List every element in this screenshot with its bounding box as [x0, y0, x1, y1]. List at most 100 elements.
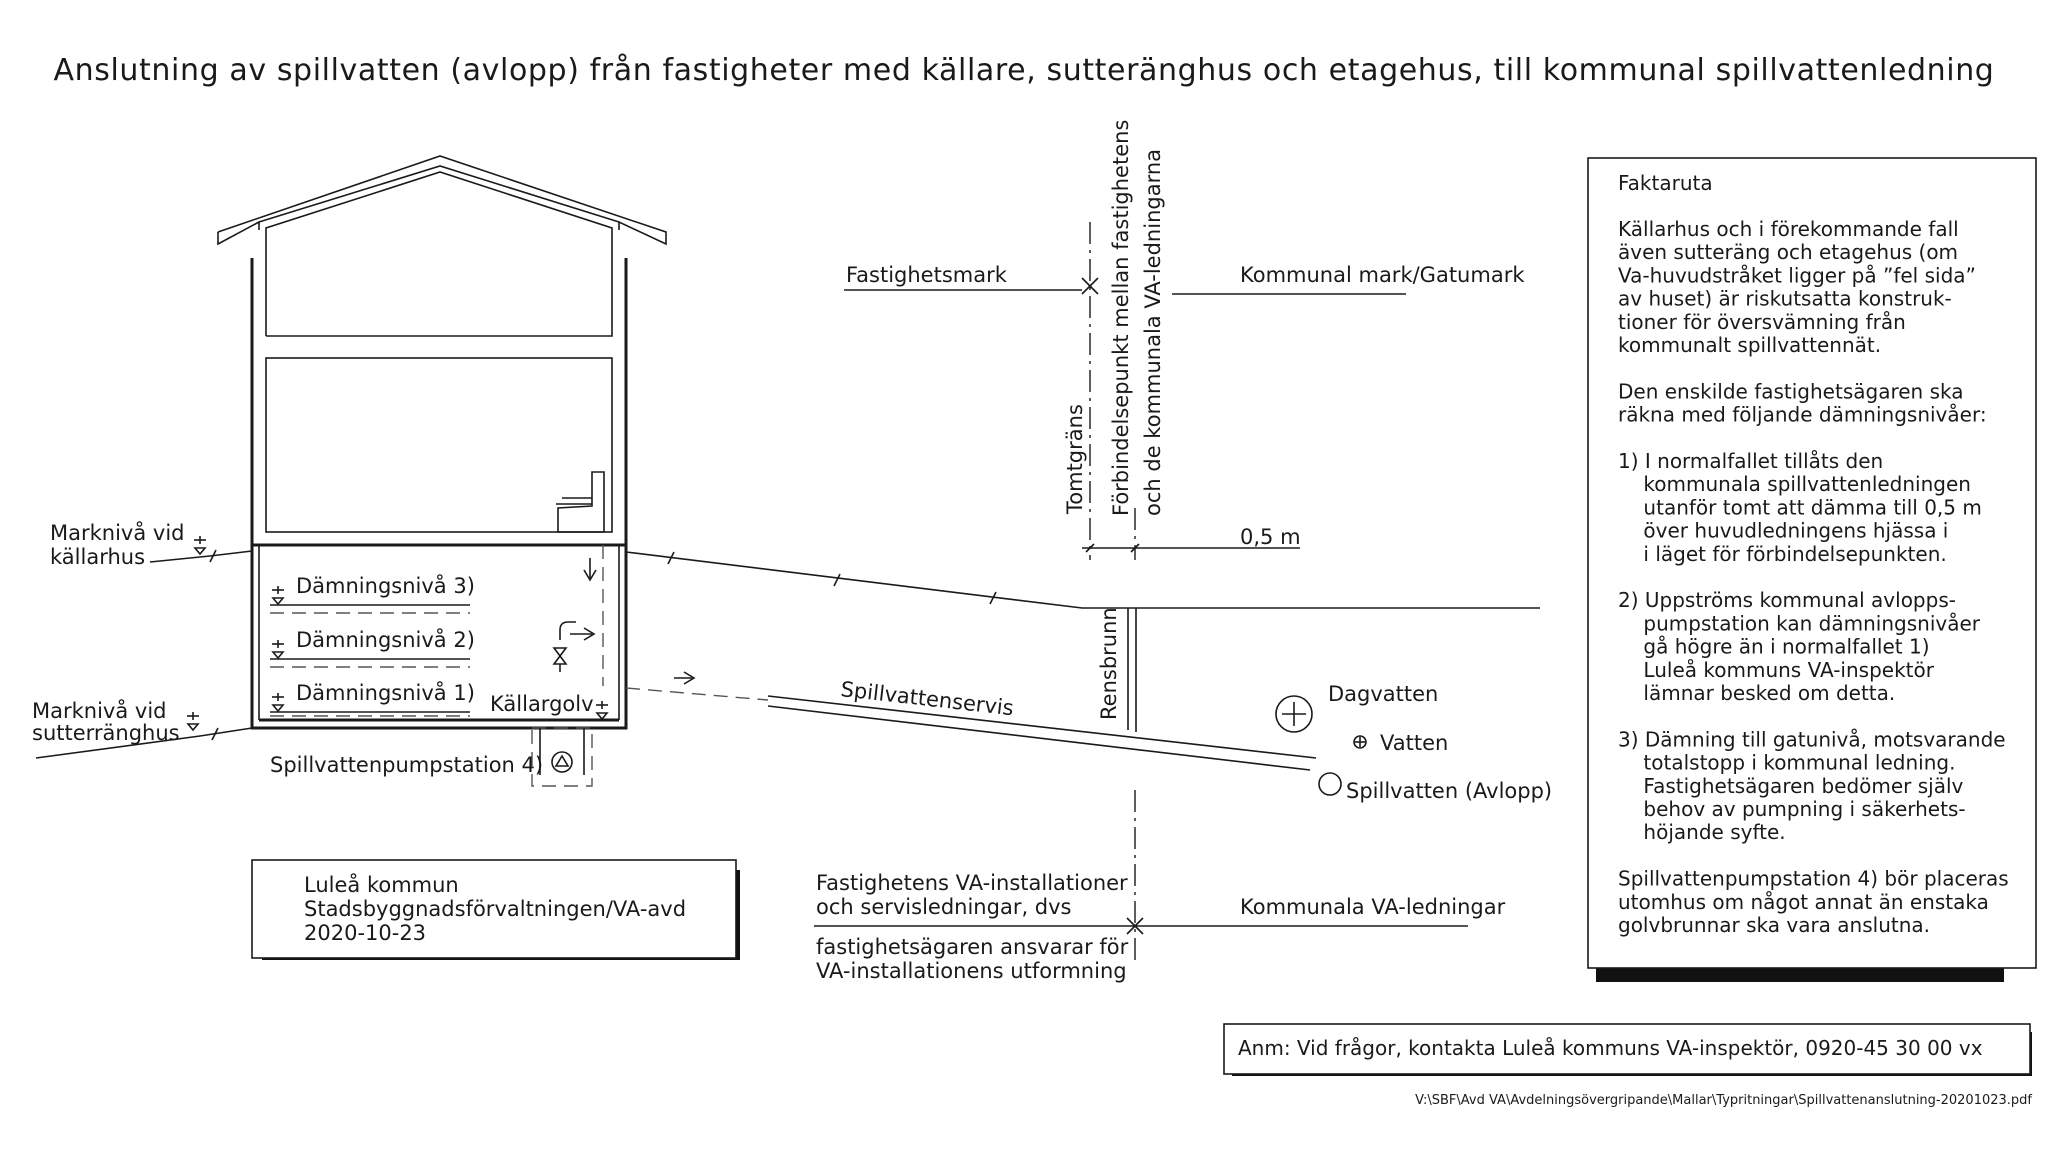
outflow-arrow-icon — [683, 671, 696, 685]
fact-box-line: över huvudledningens hjässa i — [1618, 519, 1948, 543]
fact-box-line: behov av pumpning i säkerhets- — [1618, 797, 1966, 821]
damming-levels: Dämningsnivå 3) Dämningsnivå 2) Dämnings… — [270, 573, 609, 721]
organisation-date: 2020-10-23 — [304, 921, 426, 945]
attic-room — [265, 171, 613, 337]
fact-box-line — [1618, 356, 1624, 380]
level-symbol-2 — [271, 640, 285, 660]
organisation-name: Luleå kommun — [304, 872, 459, 897]
fact-box-line: höjande syfte. — [1618, 820, 1786, 844]
cleanout-well-label: Rensbrunn — [1097, 607, 1121, 720]
fact-box-line: utomhus om något annat än enstaka — [1618, 890, 1989, 914]
fact-box-line: räkna med följande dämningsnivåer: — [1618, 403, 1987, 427]
house — [217, 155, 667, 730]
municipal-pipes — [1275, 695, 1367, 796]
municipal-land-label: Kommunal mark/Gatumark — [1240, 263, 1525, 287]
owner-responsibility-label-2: VA-installationens utformning — [816, 959, 1127, 983]
pump-station-label: Spillvattenpumpstation 4) — [270, 753, 543, 777]
water-label: Vatten — [1380, 731, 1448, 755]
ground-level-basement-label-2: källarhus — [50, 545, 145, 569]
ground-level-basement-house — [149, 536, 253, 563]
property-installations-label-2: och servisledningar, dvs — [816, 895, 1072, 919]
owner-responsibility-label-1: fastighetsägaren ansvarar för — [816, 935, 1129, 959]
fact-box-line: 2) Uppströms kommunal avlopps- — [1618, 588, 1956, 612]
file-path: V:\SBF\Avd VA\Avdelningsövergripande\Mal… — [1415, 1093, 2032, 1108]
level-symbol-1 — [271, 693, 285, 713]
contact-note: Anm: Vid frågor, kontakta Luleå kommuns … — [1238, 1036, 1983, 1060]
damming-level-1-label: Dämningsnivå 1) — [296, 680, 475, 705]
organisation-box — [251, 859, 740, 960]
pump-icon — [551, 751, 573, 773]
fact-box-line: Luleå kommuns VA-inspektör — [1618, 658, 1935, 682]
ground-level-split-label-1: Marknivå vid — [32, 698, 167, 723]
fact-box-heading: Faktaruta — [1618, 171, 1713, 195]
basement-floor-label: Källargolv — [490, 692, 594, 716]
drawing-title: Anslutning av spillvatten (avlopp) från … — [54, 53, 1995, 88]
ground-floor-room — [265, 357, 613, 533]
sewer-service-pipe — [625, 671, 1317, 771]
ground-level-split-level-house — [35, 712, 253, 759]
stormwater-label: Dagvatten — [1328, 682, 1438, 706]
cleanout-well — [1127, 608, 1137, 732]
ground-level-split-label-2: sutterränghus — [32, 721, 180, 745]
fact-box-line: totalstopp i kommunal ledning. — [1618, 751, 1955, 775]
damming-level-3-label: Dämningsnivå 3) — [296, 573, 475, 598]
fact-box — [1587, 157, 2037, 982]
fact-box-line: 3) Dämning till gatunivå, motsvarande — [1618, 727, 2006, 751]
connection-point-label-2: och de kommunala VA-ledningarna — [1141, 149, 1165, 516]
damming-level-2-label: Dämningsnivå 2) — [296, 627, 475, 652]
fact-box-line: 1) I normalfallet tillåts den — [1618, 449, 1883, 473]
connection-point-label-1: Förbindelsepunkt mellan fastighetens — [1109, 120, 1133, 516]
organisation-department: Stadsbyggnadsförvaltningen/VA-avd — [304, 897, 686, 921]
fact-box-line: även sutteräng och etagehus (om — [1618, 240, 1958, 264]
ground-level-basement-label-1: Marknivå vid — [50, 520, 185, 545]
fact-box-line: i läget för förbindelsepunkten. — [1618, 542, 1947, 566]
fact-box-line: utanför tomt att dämma till 0,5 m — [1618, 495, 1982, 519]
property-land-label: Fastighetsmark — [846, 263, 1008, 287]
fact-box-line: av huset) är riskutsatta konstruk- — [1618, 287, 1952, 311]
flow-arrow-down-icon — [583, 569, 597, 582]
fact-box-line: pumpstation kan dämningsnivåer — [1618, 611, 1981, 635]
fact-box-line — [1618, 843, 1624, 867]
break-marks — [667, 551, 997, 605]
fact-box-line — [1618, 704, 1624, 728]
fact-box-line: lämnar besked om detta. — [1618, 681, 1895, 705]
fact-box-line: Den enskilde fastighetsägaren ska — [1618, 379, 1963, 403]
level-symbol-3 — [271, 586, 285, 606]
basement-pipes — [552, 545, 604, 686]
fact-box-line: golvbrunnar ska vara anslutna. — [1618, 913, 1930, 937]
toilet-icon — [556, 471, 605, 533]
property-installations-label-1: Fastighetens VA-installationer — [816, 871, 1128, 895]
fact-box-line: kommunalt spillvattennät. — [1618, 333, 1881, 357]
fact-box-line: gå högre än i normalfallet 1) — [1618, 635, 1930, 659]
house-outer-wall — [250, 258, 628, 730]
fact-box-line: Fastighetsägaren bedömer själv — [1618, 774, 1964, 798]
fact-box-line: Va-huvudstråket ligger på ”fel sida” — [1618, 263, 1976, 287]
sewer-label: Spillvatten (Avlopp) — [1346, 779, 1552, 803]
stormwater-pipe-icon — [1275, 695, 1313, 733]
fact-box-line: Spillvattenpumpstation 4) bör placeras — [1618, 867, 2009, 891]
municipal-pipes-label: Kommunala VA-ledningar — [1240, 895, 1506, 919]
basement-drain-pipe — [559, 621, 576, 640]
roof-right — [217, 155, 667, 246]
property-boundary-label: Tomtgräns — [1063, 404, 1087, 515]
fact-box-line: Källarhus och i förekommande fall — [1618, 217, 1959, 241]
note-box — [1223, 1023, 2032, 1076]
responsibility-split — [814, 790, 1468, 960]
fact-box-line: tioner för översvämning från — [1618, 310, 1906, 334]
sewer-pipe-icon — [1318, 772, 1342, 796]
boundary-markers — [844, 222, 1406, 560]
water-pipe-icon — [1353, 735, 1367, 749]
fact-box-line: kommunala spillvattenledningen — [1618, 472, 1971, 496]
terrain-line — [625, 551, 1540, 609]
fact-box-line — [1618, 565, 1624, 589]
distance-label: 0,5 m — [1240, 525, 1301, 549]
roof-inner — [258, 165, 620, 223]
level-symbol-floor — [595, 701, 609, 721]
fact-box-line — [1618, 426, 1624, 450]
flow-arrow-right-icon — [583, 627, 596, 641]
pump-station — [531, 727, 593, 787]
roof-left — [217, 220, 260, 246]
check-valve-icon — [552, 647, 568, 672]
